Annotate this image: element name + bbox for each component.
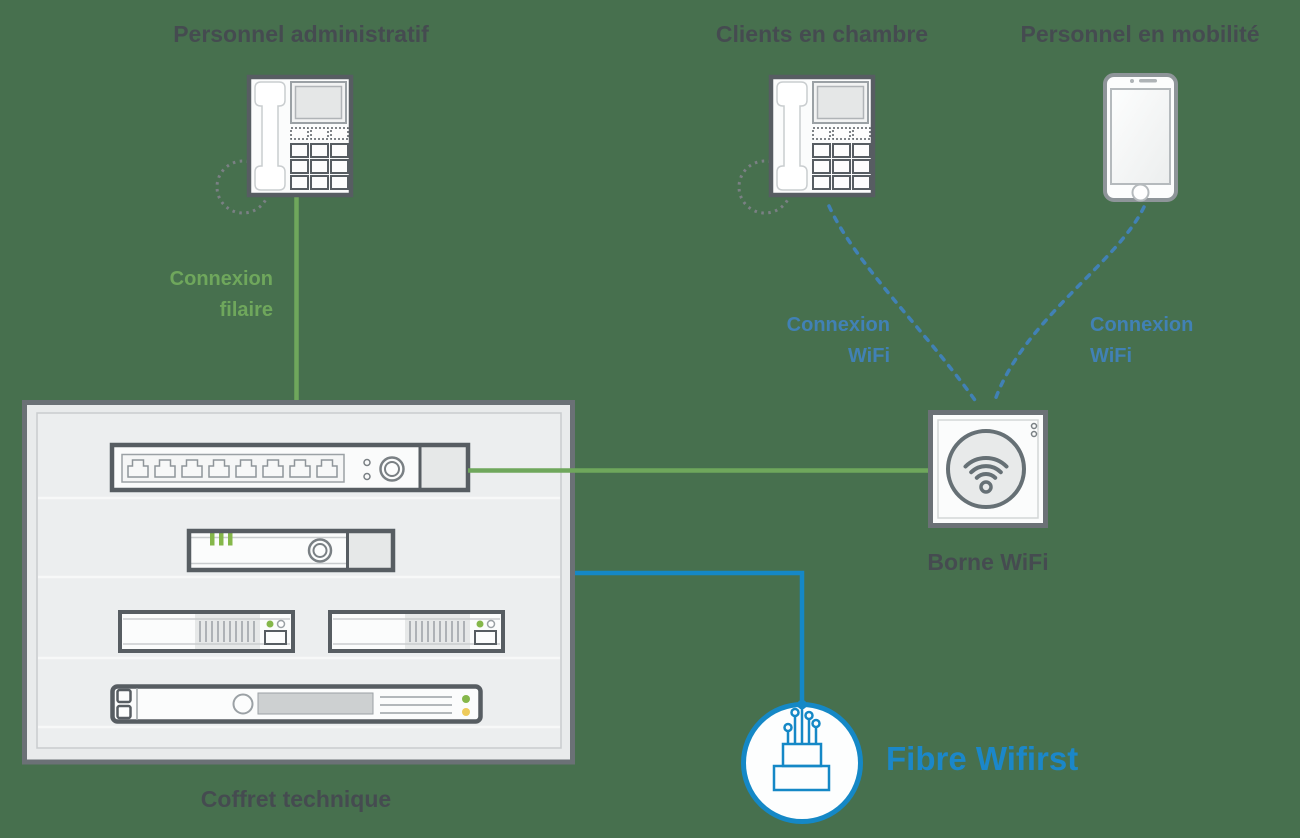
desk-phone-icon-clients [739, 77, 873, 213]
switch-ports [127, 459, 338, 478]
wifi-connection-left [827, 204, 979, 405]
network-switch-icon [109, 442, 471, 493]
server-icon [328, 610, 505, 653]
cabinet-shelf-lines [38, 496, 560, 729]
server-icon [118, 610, 295, 653]
desk-phone-icon-admin [217, 77, 351, 213]
fiber-cable-icon [772, 699, 831, 792]
router-icon [186, 528, 396, 573]
clients-node-label: Clients en chambre [715, 21, 929, 47]
technical-cabinet [22, 400, 575, 765]
wired-connection-label: Connexion filaire [169, 268, 273, 321]
fiber-connection-line [575, 570, 805, 706]
wifi-icon [963, 456, 1009, 494]
home-button [1131, 183, 1150, 202]
fiber-label: Fibre Wifirst [886, 740, 1079, 777]
cabinet-label: Coffret technique [200, 786, 392, 812]
mobile-node-label: Personnel en mobilité [1020, 21, 1260, 47]
admin-node-label: Personnel administratif [173, 21, 429, 47]
rack-led-green [462, 695, 470, 703]
wifi-right-connection-label: Connexion WiFi [1090, 314, 1194, 367]
access-point-label: Borne WiFi [927, 549, 1049, 575]
smartphone-icon [1103, 73, 1178, 202]
wifi-connection-right [992, 205, 1146, 405]
router-leds [210, 532, 233, 546]
rack-server-icon [110, 684, 483, 724]
smartphone-screen [1110, 88, 1171, 185]
fiber-node [741, 699, 863, 824]
rack-led-yellow [462, 708, 470, 716]
wifi-access-point-icon [928, 410, 1048, 528]
wifi-left-connection-label: Connexion WiFi [786, 314, 890, 367]
